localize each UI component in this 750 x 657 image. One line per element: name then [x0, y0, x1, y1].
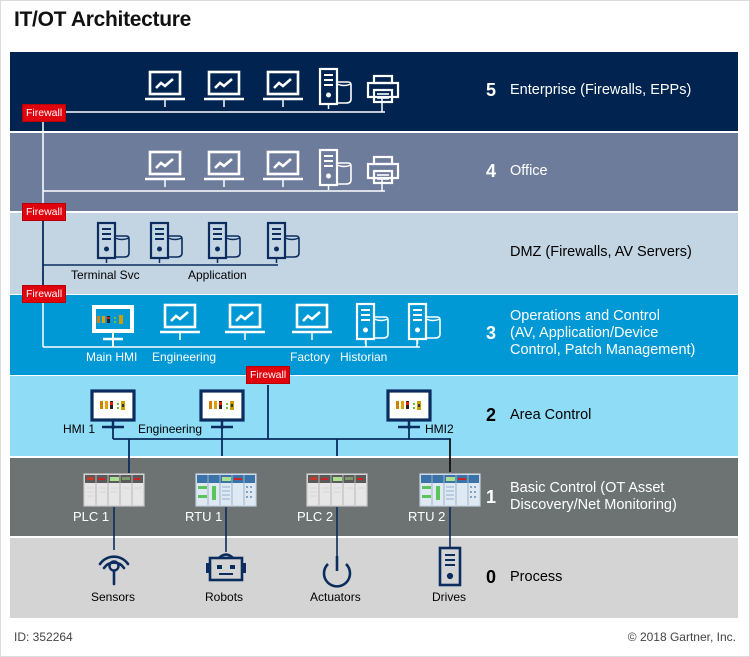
level-number: 1 [486, 486, 497, 507]
device-label-hmi2: HMI2 [425, 422, 454, 436]
device-label-hmi-1: HMI 1 [63, 422, 96, 436]
firewall-badge-enterprise: Firewall [22, 104, 67, 122]
device-label-sensors: Sensors [91, 590, 136, 604]
level-label: Office [510, 163, 548, 179]
band-office [10, 133, 738, 211]
device-label-application: Application [188, 268, 247, 282]
level-label: Area Control [510, 407, 592, 423]
band-dmz [10, 213, 738, 294]
band-label-0: 0 Process [486, 567, 562, 588]
level-label: DMZ (Firewalls, AV Servers) [510, 244, 692, 260]
band-label-4: 4 Office [486, 161, 548, 182]
band-label-1: 1 Basic Control (OT Asset Discovery/Net … [486, 480, 677, 514]
label-line: Basic Control (OT Asset [510, 480, 665, 496]
device-label-drives: Drives [432, 590, 467, 604]
device-label-plc-2: PLC 2 [297, 509, 334, 524]
firewall-badge-dmz: Firewall [22, 285, 67, 303]
level-number: 2 [486, 405, 497, 425]
band-area-control [10, 376, 738, 456]
device-label-terminal-svc: Terminal Svc [71, 268, 140, 282]
level-label: Basic Control (OT Asset Discovery/Net Mo… [510, 480, 677, 514]
firewall-badge-office: Firewall [22, 203, 67, 221]
device-label-main-hmi: Main HMI [86, 350, 138, 364]
device-label-robots: Robots [205, 590, 244, 604]
level-label: Process [510, 569, 563, 585]
device-label-engineering-area: Engineering [138, 422, 203, 436]
label-line: Discovery/Net Monitoring) [510, 497, 677, 513]
figure-id: ID: 352264 [14, 630, 73, 644]
device-label-rtu-1: RTU 1 [185, 509, 223, 524]
label-line: Operations and Control [510, 308, 660, 324]
level-number: 4 [486, 161, 497, 181]
device-label-plc-1: PLC 1 [73, 509, 110, 524]
level-number: 5 [486, 80, 497, 100]
device-label-historian: Historian [340, 350, 388, 364]
device-label-rtu-2: RTU 2 [408, 509, 446, 524]
copyright: © 2018 Gartner, Inc. [627, 630, 736, 644]
firewall-badge-area: Firewall [246, 366, 291, 384]
device-label-actuators: Actuators [310, 590, 361, 604]
band-process [10, 538, 738, 618]
band-label-5: 5 Enterprise (Firewalls, EPPs) [486, 80, 691, 101]
level-number: 3 [486, 323, 497, 343]
device-label-factory: Factory [290, 350, 331, 364]
label-line: (AV, Application/Device [510, 325, 659, 341]
band-label-3: 3 Operations and Control (AV, Applicatio… [486, 308, 695, 359]
page-title: IT/OT Architecture [14, 8, 192, 31]
level-number: 0 [486, 567, 497, 587]
band-label-2: 2 Area Control [486, 405, 591, 426]
band-label-dmz: DMZ (Firewalls, AV Servers) [486, 244, 692, 261]
level-label: Operations and Control (AV, Application/… [510, 308, 695, 359]
device-label-engineering: Engineering [152, 350, 217, 364]
label-line: Control, Patch Management) [510, 342, 696, 358]
level-label: Enterprise (Firewalls, EPPs) [510, 82, 692, 98]
